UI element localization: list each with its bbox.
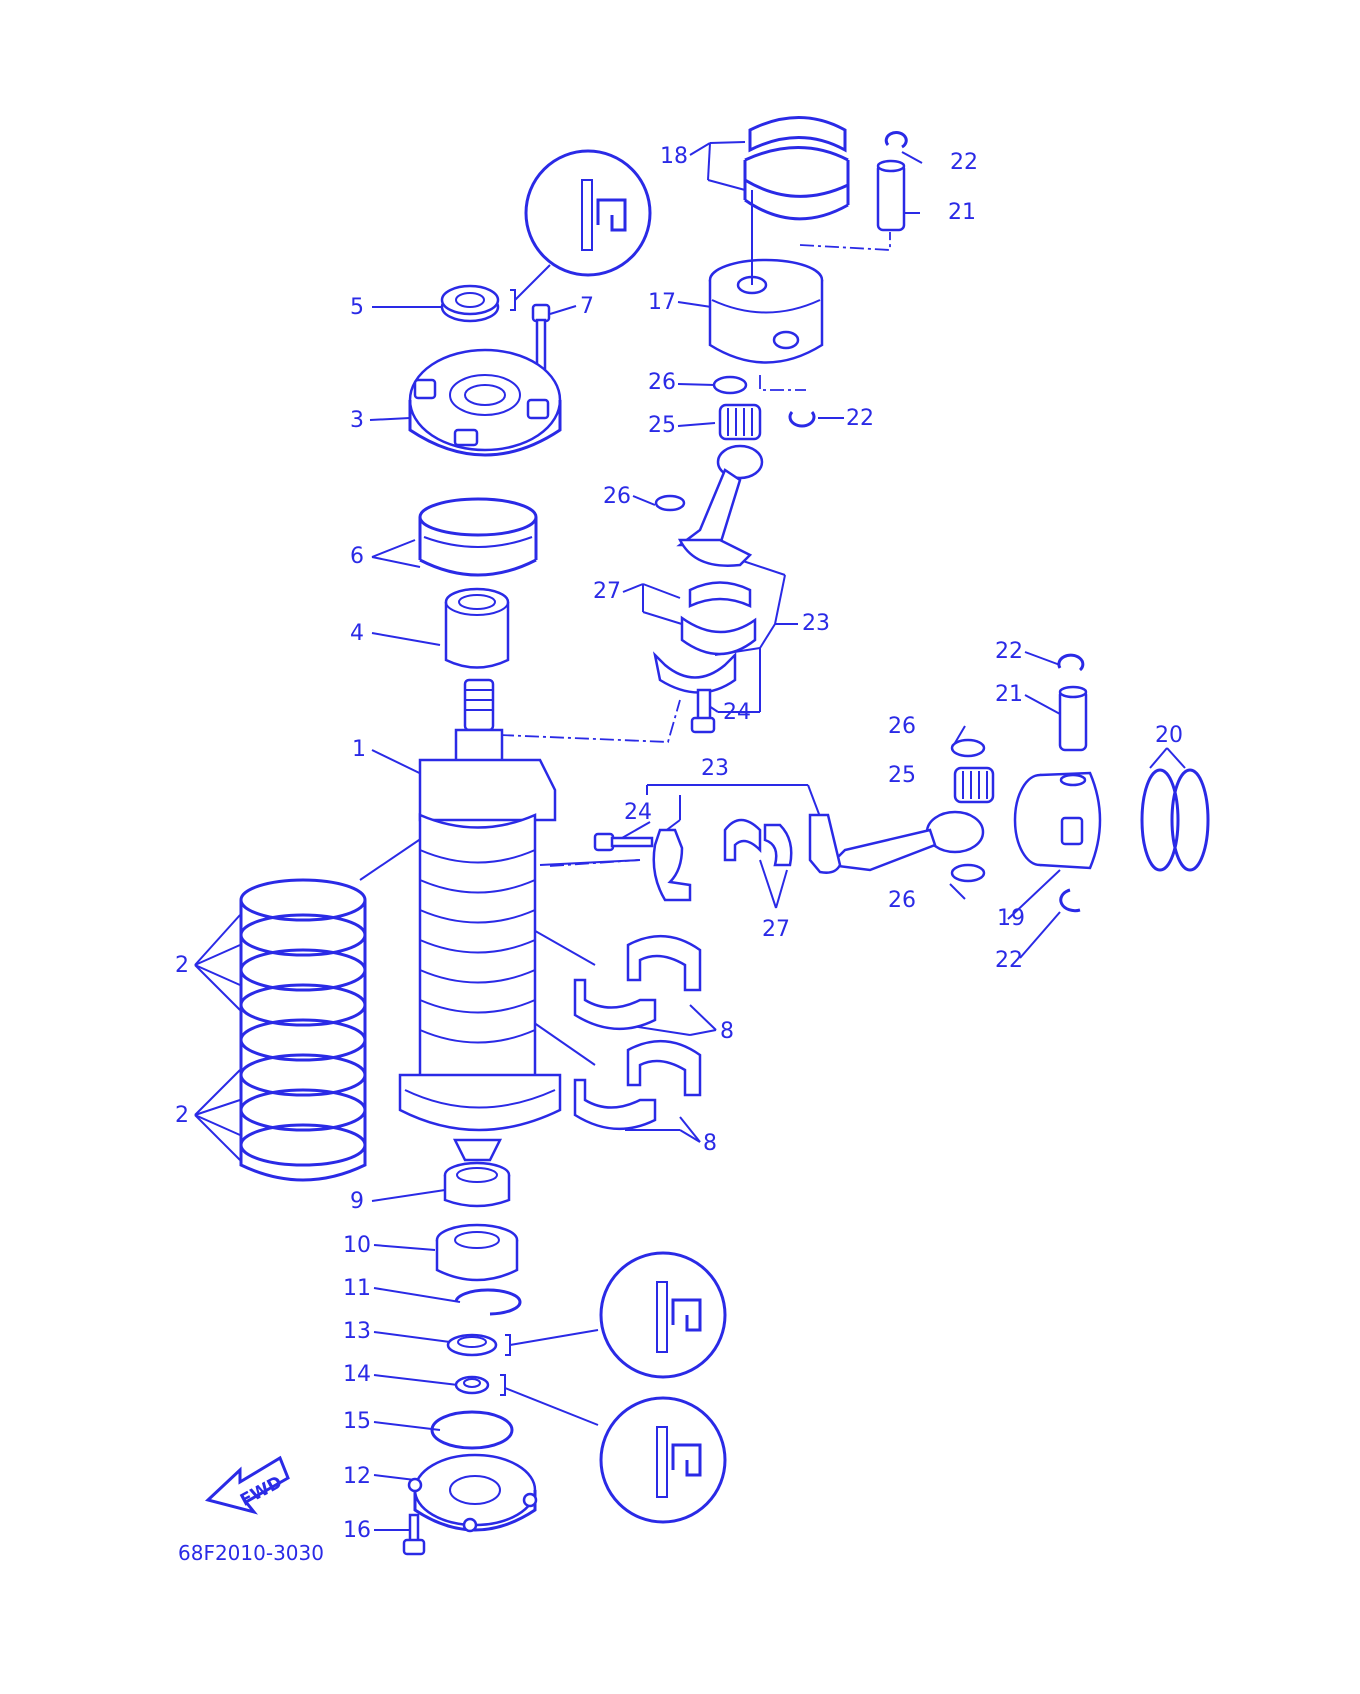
needle-bearing-25-upper xyxy=(718,403,762,441)
callout-22-top: 22 xyxy=(950,150,978,175)
callout-9: 9 xyxy=(350,1189,364,1214)
callout-6: 6 xyxy=(350,544,364,569)
crankshaft-1 xyxy=(398,678,562,1162)
callout-19: 19 xyxy=(997,906,1025,931)
bearing-race-9 xyxy=(443,1161,511,1208)
connecting-rod-cap-23-right xyxy=(652,828,692,902)
callout-3: 3 xyxy=(350,408,364,433)
circlip-22-mid xyxy=(788,411,816,428)
leader-18 xyxy=(689,141,746,191)
detail-circle-top xyxy=(524,149,652,277)
connecting-rod-23-right xyxy=(808,810,985,874)
seal-rings-6 xyxy=(418,497,538,577)
circlip-22-right-top xyxy=(1057,653,1085,672)
callout-11: 11 xyxy=(343,1276,371,1301)
callout-12: 12 xyxy=(343,1464,371,1489)
callout-23-upper: 23 xyxy=(802,611,830,636)
bolt-16 xyxy=(402,1513,426,1556)
callout-23-lower: 23 xyxy=(701,756,729,781)
connecting-rod-cap-23-upper xyxy=(652,651,737,694)
callout-20: 20 xyxy=(1155,723,1183,748)
oil-seal-5 xyxy=(440,264,551,323)
callout-25-upper: 25 xyxy=(648,413,676,438)
callout-labels: 1 2 2 3 4 5 6 7 8 8 9 10 11 12 13 14 15 … xyxy=(175,144,1183,1543)
callout-18: 18 xyxy=(660,144,688,169)
callout-22-mid: 22 xyxy=(846,406,874,431)
callout-24-lower: 24 xyxy=(624,800,652,825)
piston-rings-18 xyxy=(743,116,850,221)
circlip-22-top xyxy=(884,130,908,149)
callout-8-upper: 8 xyxy=(720,1019,734,1044)
oil-seal-13 xyxy=(446,1329,599,1357)
callout-7: 7 xyxy=(580,294,594,319)
leader-2 xyxy=(194,914,241,1161)
circlip-22-right-bottom xyxy=(1059,888,1081,913)
callout-27-lower: 27 xyxy=(762,917,790,942)
piston-19 xyxy=(1013,771,1102,870)
callout-22-right-bottom: 22 xyxy=(995,948,1023,973)
callout-21-right: 21 xyxy=(995,682,1023,707)
main-bearings-8 xyxy=(573,934,702,1131)
bolt-24-right xyxy=(593,832,654,852)
callout-1: 1 xyxy=(352,737,366,762)
callout-25-right: 25 xyxy=(888,763,916,788)
connecting-rod-23-upper xyxy=(676,444,764,567)
callout-27-upper: 27 xyxy=(593,579,621,604)
washer-26-upper xyxy=(712,375,748,395)
detail-circle-bottom xyxy=(599,1396,727,1524)
callout-2-lower: 2 xyxy=(175,1103,189,1128)
washer-26-right-top xyxy=(950,738,986,758)
circlip-11 xyxy=(454,1288,522,1316)
callout-16: 16 xyxy=(343,1518,371,1543)
bearing-27-upper xyxy=(680,581,757,656)
callout-10: 10 xyxy=(343,1233,371,1258)
leader-lines xyxy=(369,151,1186,1531)
fwd-arrow-icon: FWD xyxy=(204,1455,290,1515)
callout-17: 17 xyxy=(648,290,676,315)
lower-housing-12 xyxy=(407,1453,538,1533)
callout-15: 15 xyxy=(343,1409,371,1434)
callout-26-upper: 26 xyxy=(648,370,676,395)
bolt-24-upper xyxy=(690,688,716,734)
upper-bearing-housing-3 xyxy=(408,348,562,457)
needle-bearing-4 xyxy=(444,587,510,669)
ball-bearing-10 xyxy=(435,1223,519,1282)
crank-seals-2 xyxy=(239,878,367,1182)
bolt-7 xyxy=(531,303,551,372)
washer-26-right-bottom xyxy=(950,863,986,883)
piston-17 xyxy=(708,190,824,364)
callout-26-right-bottom: 26 xyxy=(888,888,916,913)
piston-rings-20 xyxy=(1140,768,1210,872)
callout-2-upper: 2 xyxy=(175,953,189,978)
callout-26-middle: 26 xyxy=(603,484,631,509)
callout-4: 4 xyxy=(350,621,364,646)
piston-pin-21-right xyxy=(1058,685,1088,752)
needle-bearing-25-right xyxy=(953,766,995,804)
callout-8-lower: 8 xyxy=(703,1131,717,1156)
bearing-27-right xyxy=(723,818,793,867)
piston-pin-21-top xyxy=(876,159,906,232)
detail-circle-middle xyxy=(599,1251,727,1379)
callout-13: 13 xyxy=(343,1319,371,1344)
bearing-connector-lines xyxy=(359,837,596,1066)
oil-seal-14 xyxy=(454,1374,599,1426)
reference-lines xyxy=(499,190,891,867)
callout-22-right-top: 22 xyxy=(995,639,1023,664)
callout-21-top: 21 xyxy=(948,200,976,225)
callout-14: 14 xyxy=(343,1362,371,1387)
callout-26-right-top: 26 xyxy=(888,714,916,739)
washer-26-middle xyxy=(654,494,686,512)
callout-5: 5 xyxy=(350,295,364,320)
diagram-part-code: 68F2010-3030 xyxy=(178,1541,324,1565)
o-ring-15 xyxy=(430,1410,514,1450)
